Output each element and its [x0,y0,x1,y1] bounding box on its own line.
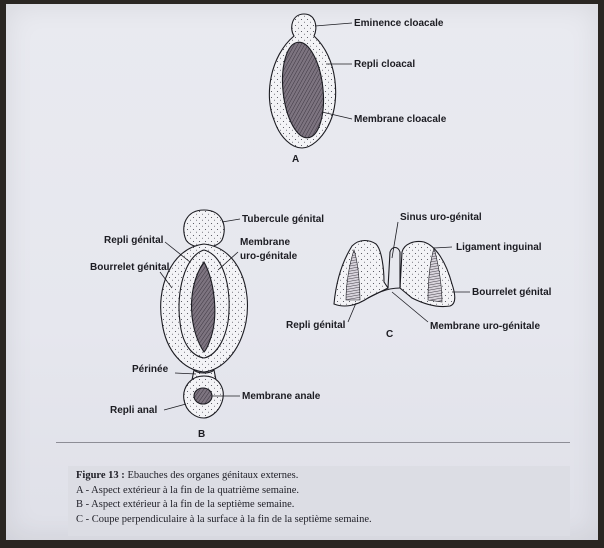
label-repli-anal: Repli anal [110,405,157,416]
genital-tubercle-shape [184,210,225,248]
caption-line-a: A - Aspect extérieur à la fin de la quat… [76,484,570,499]
label-perinee: Périnée [132,364,169,375]
label-membrane-cloacale: Membrane cloacale [354,114,447,125]
left-section-shape [334,241,388,307]
label-repli-genital: Repli génital [104,235,164,246]
label-bourrelet-genital-b: Bourrelet génital [90,262,170,273]
letter-b: B [198,429,205,440]
label-membrane-uro-genitale-c: Membrane uro-génitale [430,321,540,332]
diagram-a: Eminence cloacale Repli cloacal Membrane… [269,14,446,165]
anal-membrane-shape [194,388,212,404]
diagram-c: Sinus uro-génital Ligament inguinal Bour… [286,212,552,340]
label-sinus-uro-genital: Sinus uro-génital [400,212,482,223]
label-tubercule-genital: Tubercule génital [242,214,324,225]
label-membrane-ug-line1: Membrane [240,237,290,248]
label-ligament-inguinal: Ligament inguinal [456,242,542,253]
label-membrane-ug-line2: uro-génitale [240,251,298,262]
label-bourrelet-genital-c: Bourrelet génital [472,287,552,298]
caption-line-c: C - Coupe perpendiculaire à la surface à… [76,513,570,528]
label-repli-cloacal: Repli cloacal [354,59,415,70]
caption-figure-title: Ebauches des organes génitaux externes. [125,470,299,481]
right-section-shape [400,241,455,306]
caption-line-b: B - Aspect extérieur à la fin de la sept… [76,498,570,513]
figure-caption: Figure 13 : Ebauches des organes génitau… [68,466,570,536]
sinus-wall [388,248,400,289]
label-membrane-anale: Membrane anale [242,391,321,402]
label-eminence-cloacale: Eminence cloacale [354,18,444,29]
caption-title-line: Figure 13 : Ebauches des organes génitau… [76,469,570,484]
caption-figure-number: Figure 13 : [76,470,125,481]
caption-divider [56,442,570,443]
letter-a: A [292,154,299,165]
letter-c: C [386,329,393,340]
label-repli-genital-c: Repli génital [286,320,346,331]
